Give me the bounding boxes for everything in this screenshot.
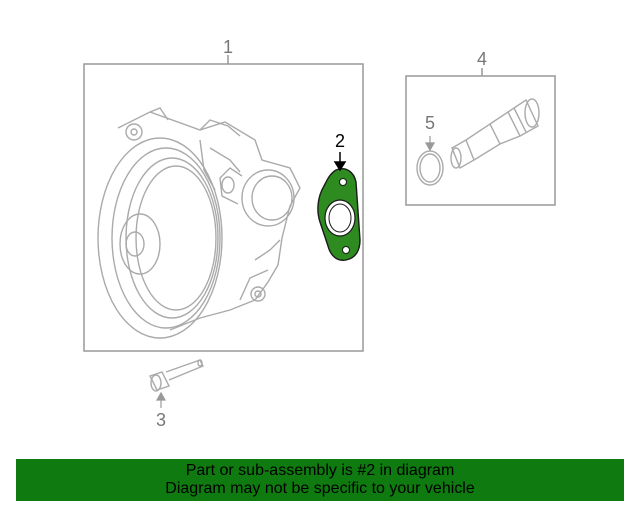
gasket-part-2[interactable] bbox=[317, 168, 361, 261]
o-ring-drawing bbox=[416, 150, 444, 186]
callout-1: 1 bbox=[222, 37, 233, 57]
callout-4: 4 bbox=[476, 49, 487, 69]
coolant-fitting-drawing bbox=[450, 98, 540, 170]
callout-3-arrow bbox=[155, 391, 167, 408]
callout-2-arrow bbox=[333, 152, 347, 172]
banner-line-2: Diagram may not be specific to your vehi… bbox=[165, 480, 475, 497]
water-pump-assembly-frame bbox=[83, 55, 364, 352]
part-info-banner: Part or sub-assembly is #2 in diagram Di… bbox=[16, 459, 624, 501]
banner-line-1: Part or sub-assembly is #2 in diagram bbox=[185, 462, 455, 479]
callout-2: 2 bbox=[334, 131, 345, 151]
callout-5: 5 bbox=[424, 113, 435, 133]
callout-5-arrow bbox=[424, 136, 436, 152]
bolt-drawing bbox=[149, 359, 204, 392]
fitting-assembly-frame bbox=[405, 68, 556, 206]
water-pump-drawing bbox=[97, 107, 301, 339]
callout-3: 3 bbox=[155, 410, 166, 430]
